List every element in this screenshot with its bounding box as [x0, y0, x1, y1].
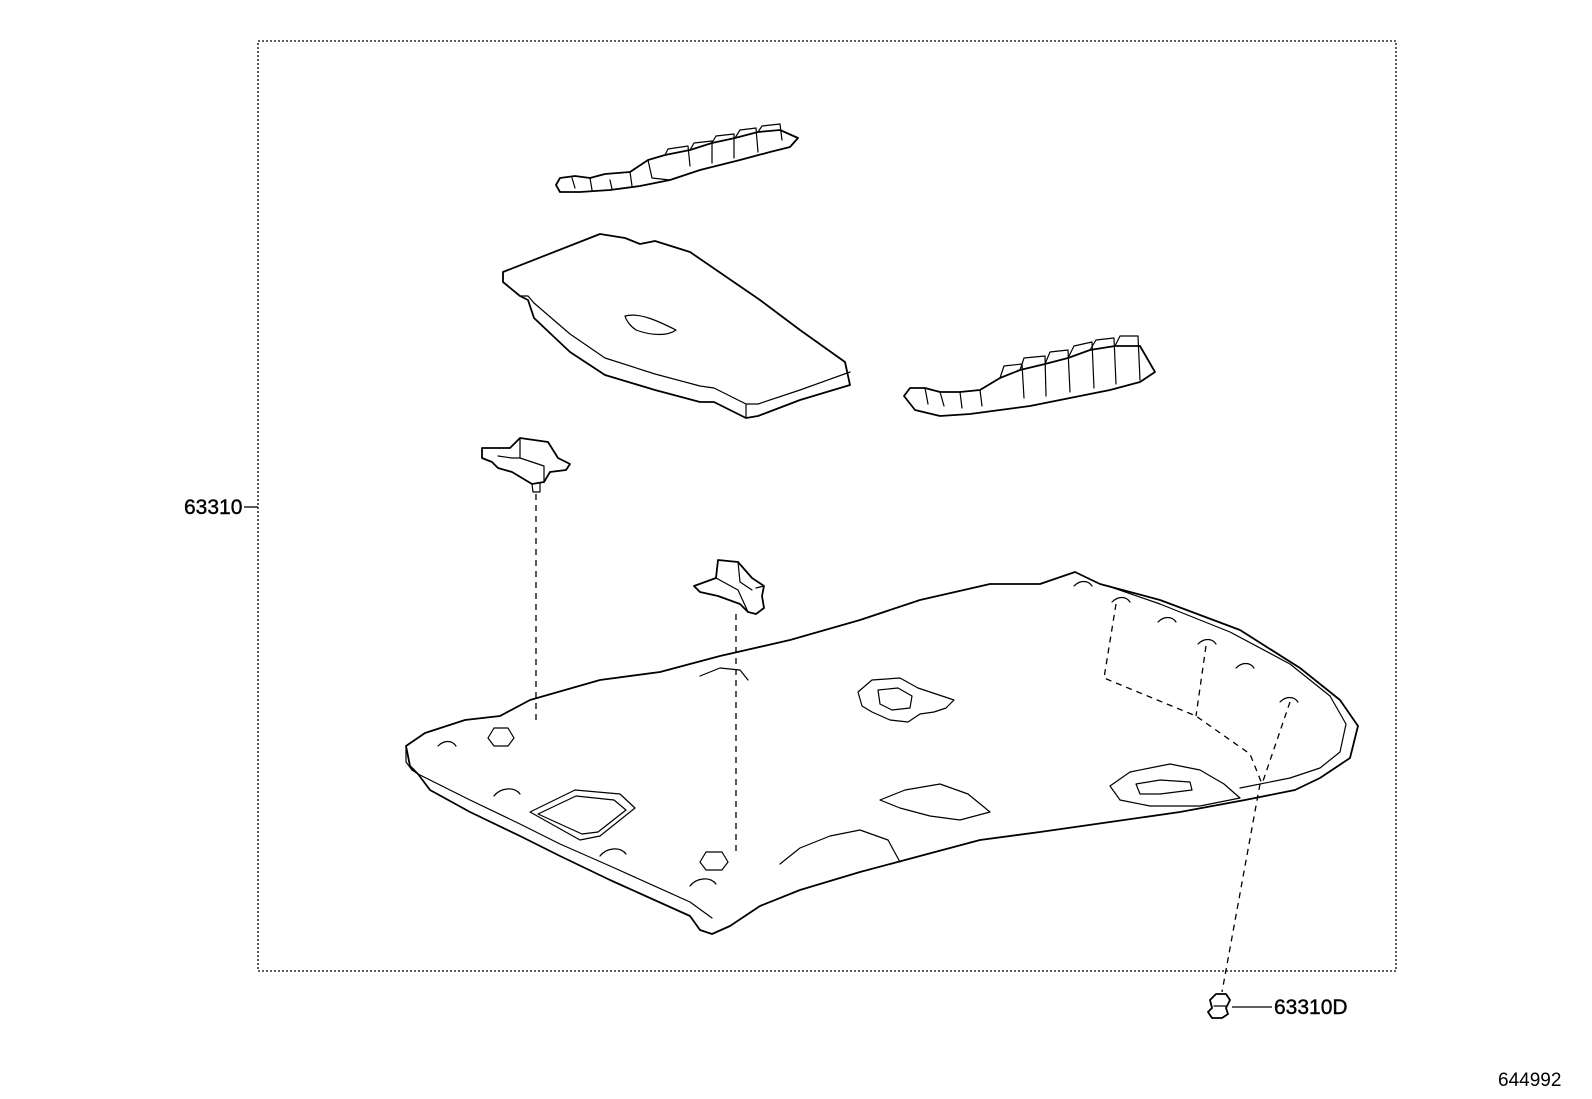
- absorber-pad-part: [502, 233, 851, 419]
- assembly-lines-rear-3: [1261, 701, 1291, 785]
- headliner-part: [405, 571, 1359, 935]
- assembly-lines-rear-2: [1195, 645, 1207, 717]
- part-number-63310: 63310: [184, 496, 242, 519]
- clip-part: [1207, 993, 1231, 1019]
- diagram-id: 644992: [1498, 1070, 1561, 1091]
- part-number-63310D: 63310D: [1274, 996, 1348, 1019]
- bracket-left-part: [481, 437, 571, 493]
- assembly-lines-rear: [1103, 603, 1263, 785]
- right-duct-part: [903, 335, 1156, 417]
- upper-duct-part: [555, 123, 799, 193]
- bracket-center-part: [693, 559, 765, 615]
- assembly-frame: [257, 40, 1397, 972]
- assembly-line-clip: [1221, 783, 1261, 993]
